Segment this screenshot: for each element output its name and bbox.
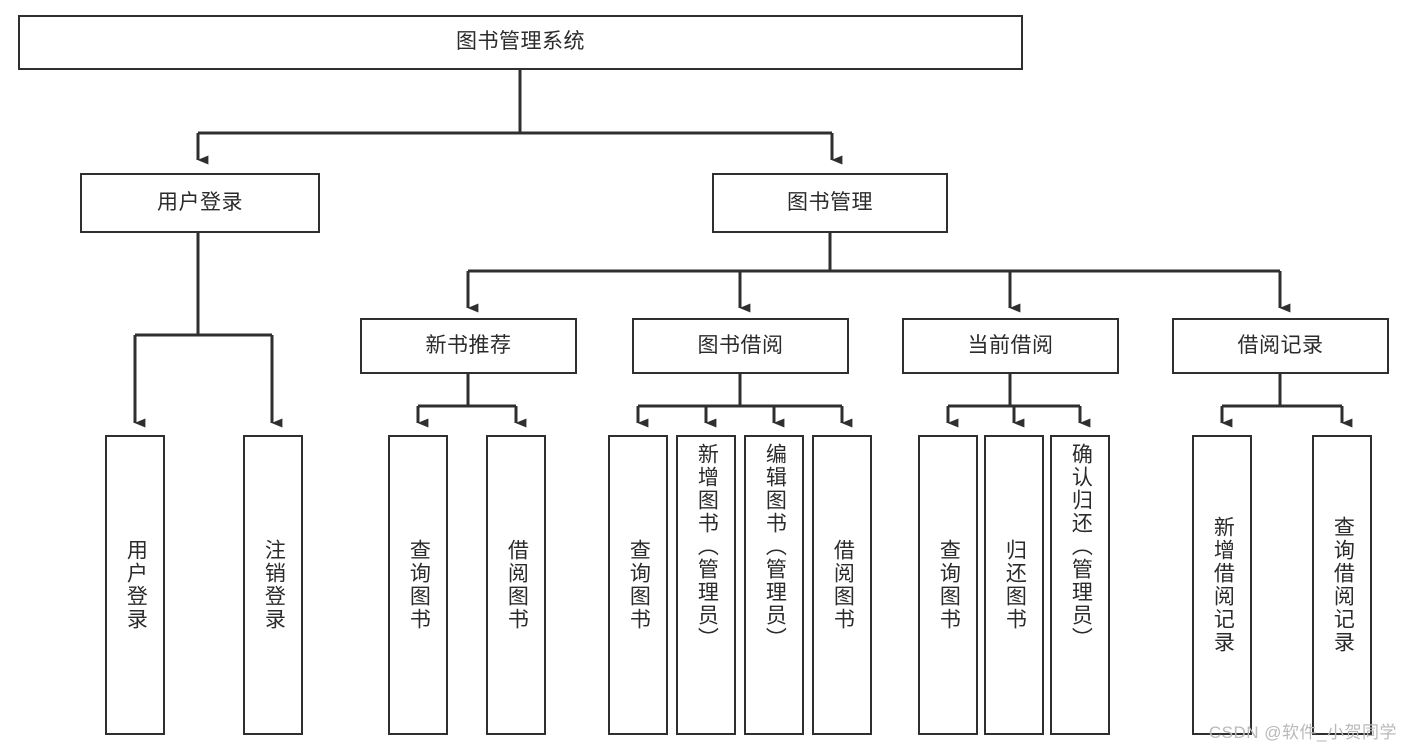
node-user-login[interactable]: 用户登录 [80, 173, 320, 233]
node-label: 借阅记录 [1237, 333, 1324, 357]
node-book-borrow[interactable]: 图书借阅 [632, 318, 849, 374]
leaf-user-login-signout[interactable]: 注销登录 [243, 435, 303, 735]
node-current-borrow[interactable]: 当前借阅 [902, 318, 1119, 374]
leaf-label: 查询图书 [937, 539, 961, 631]
node-new-book-recommend[interactable]: 新书推荐 [360, 318, 577, 374]
node-label: 图书管理系统 [456, 30, 585, 54]
leaf-book-borrow-lend[interactable]: 借阅图书 [812, 435, 872, 735]
node-borrow-record[interactable]: 借阅记录 [1172, 318, 1389, 374]
leaf-label: 确认归还（管理员） [1069, 443, 1093, 650]
leaf-label: 注销登录 [262, 539, 286, 631]
leaf-label: 用户登录 [124, 539, 148, 631]
node-label: 用户登录 [157, 190, 243, 214]
node-label: 图书管理 [787, 190, 873, 214]
leaf-current-borrow-query[interactable]: 查询图书 [918, 435, 978, 735]
leaf-label: 查询借阅记录 [1331, 516, 1355, 654]
leaf-new-book-borrow[interactable]: 借阅图书 [486, 435, 546, 735]
leaf-user-login-signin[interactable]: 用户登录 [105, 435, 165, 735]
node-root-system[interactable]: 图书管理系统 [18, 15, 1023, 70]
node-label: 当前借阅 [967, 333, 1054, 357]
leaf-current-borrow-confirm[interactable]: 确认归还（管理员） [1050, 435, 1110, 735]
leaf-label: 编辑图书（管理员） [763, 443, 787, 650]
leaf-book-borrow-edit[interactable]: 编辑图书（管理员） [744, 435, 804, 735]
leaf-label: 新增图书（管理员） [695, 443, 719, 650]
leaf-borrow-record-query[interactable]: 查询借阅记录 [1312, 435, 1372, 735]
leaf-label: 借阅图书 [831, 539, 855, 631]
leaf-new-book-query[interactable]: 查询图书 [388, 435, 448, 735]
leaf-label: 查询图书 [627, 539, 651, 631]
leaf-label: 归还图书 [1003, 539, 1027, 631]
leaf-borrow-record-add[interactable]: 新增借阅记录 [1192, 435, 1252, 735]
leaf-label: 借阅图书 [505, 539, 529, 631]
node-book-management[interactable]: 图书管理 [712, 173, 948, 233]
node-label: 新书推荐 [425, 333, 512, 357]
leaf-current-borrow-return[interactable]: 归还图书 [984, 435, 1044, 735]
leaf-label: 新增借阅记录 [1211, 516, 1235, 654]
leaf-book-borrow-add[interactable]: 新增图书（管理员） [676, 435, 736, 735]
leaf-book-borrow-query[interactable]: 查询图书 [608, 435, 668, 735]
leaf-label: 查询图书 [407, 539, 431, 631]
node-label: 图书借阅 [697, 333, 784, 357]
